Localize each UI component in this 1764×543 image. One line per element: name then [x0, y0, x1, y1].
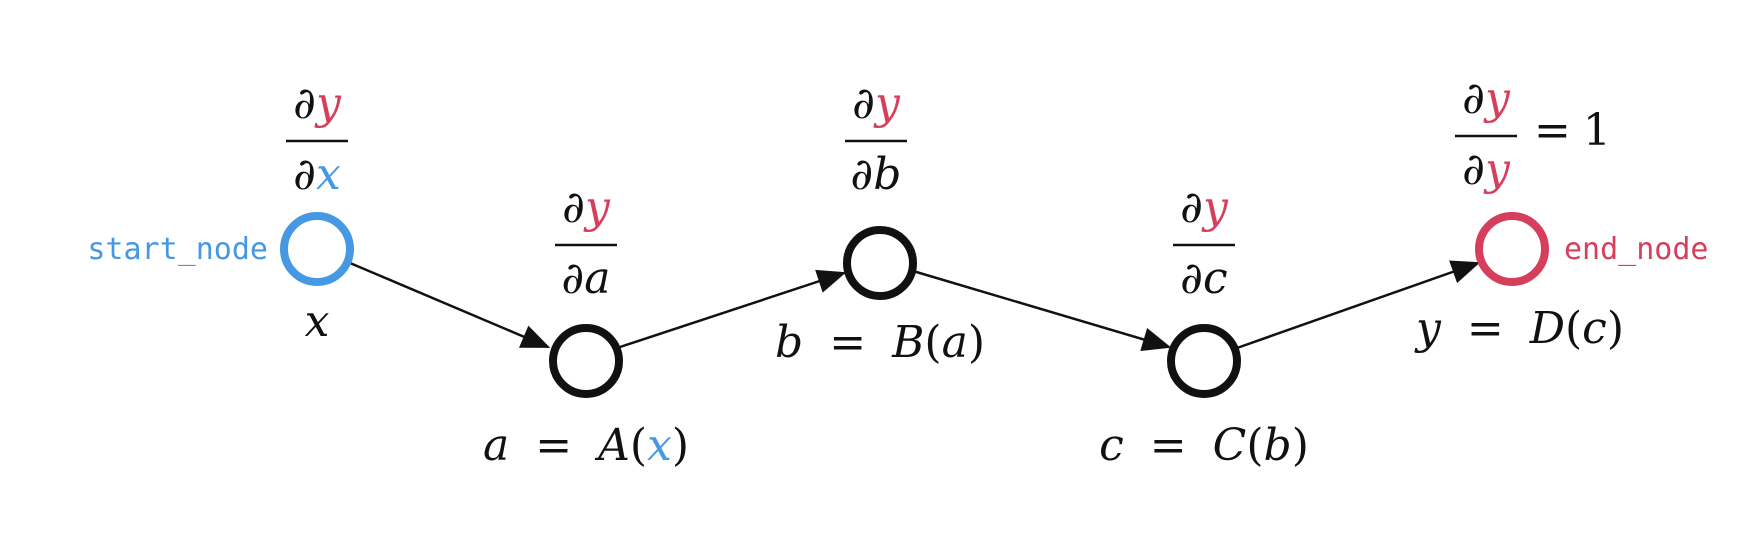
edge-b-c: [912, 269, 1172, 351]
node-c-var: c: [1099, 420, 1124, 471]
node-a-arg: x: [647, 420, 672, 471]
node-y-eq: =: [1467, 303, 1504, 354]
start-node-label: start_node: [87, 232, 268, 267]
node-c-fn: C: [1213, 420, 1247, 471]
svg-text:∂y: ∂y: [1462, 144, 1511, 195]
node-y-fn: D: [1529, 303, 1565, 354]
svg-text:∂c: ∂c: [1180, 253, 1227, 304]
node-c-circle: [1167, 324, 1241, 398]
gradient-dy-dx: ∂y ∂x: [286, 78, 348, 200]
gradient-dy-dy-value: =1: [1534, 105, 1611, 156]
gradient-dy-dc: ∂y ∂c: [1173, 182, 1235, 304]
node-c-arg: b: [1264, 420, 1292, 471]
edge-a-b: [619, 269, 847, 349]
svg-text:∂y: ∂y: [852, 78, 901, 129]
end-node-label: end_node: [1564, 232, 1709, 267]
node-y-var: y: [1414, 303, 1442, 354]
gradient-dy-da: ∂y ∂a: [555, 182, 617, 304]
gradient-dy-dy: ∂y ∂y =1: [1455, 73, 1611, 195]
node-b-var: b: [775, 317, 803, 368]
start-node-circle: [280, 212, 354, 286]
edge-c-y: [1236, 260, 1481, 350]
node-b-arg: a: [942, 317, 968, 368]
node-b-circle: [843, 226, 917, 300]
node-y-equation: y = D(c): [1414, 303, 1624, 354]
node-y-arg: c: [1582, 303, 1607, 354]
node-b-fn: B: [891, 317, 924, 368]
node-c-eq: =: [1150, 420, 1187, 471]
svg-text:∂y: ∂y: [562, 182, 611, 233]
node-a-circle: [549, 324, 623, 398]
svg-text:∂x: ∂x: [293, 149, 341, 200]
svg-text:∂a: ∂a: [562, 253, 611, 304]
svg-text:∂b: ∂b: [851, 149, 902, 200]
svg-text:∂y: ∂y: [1180, 182, 1229, 233]
node-a-fn: A: [594, 420, 630, 471]
node-a-eq: =: [535, 420, 572, 471]
gradient-dy-db: ∂y ∂b: [845, 78, 907, 200]
end-node-circle: [1475, 212, 1549, 286]
node-a-equation: a = A(x): [483, 420, 689, 471]
edge-x-a: [349, 261, 551, 349]
node-x-var: x: [305, 296, 330, 347]
svg-text:∂y: ∂y: [1462, 73, 1511, 124]
node-b-eq: =: [829, 317, 866, 368]
node-c-equation: c = C(b): [1099, 420, 1309, 471]
node-a-var: a: [483, 420, 509, 471]
node-b-equation: b = B(a): [775, 317, 985, 368]
svg-text:∂y: ∂y: [293, 78, 342, 129]
